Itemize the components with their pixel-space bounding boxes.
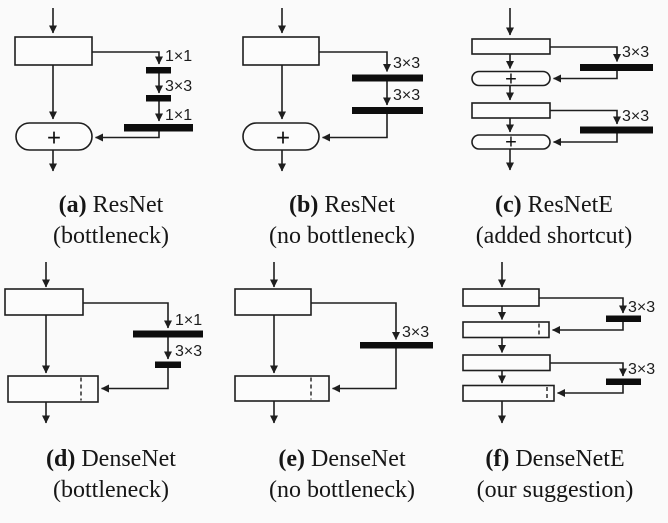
merge-line (322, 114, 388, 142)
merge-line (95, 131, 160, 142)
panel-e-densenet-no-bottleneck: 3×3 (234, 262, 433, 424)
kernel-size-label: 1×1 (165, 48, 192, 65)
add-op-oval (242, 122, 320, 151)
caption-name: DenseNetE (515, 446, 625, 472)
kernel-size-label: 3×3 (165, 78, 192, 95)
add-op-oval (15, 122, 93, 151)
panel-f-densenete-our-suggestion: 3×3 3×3 (462, 262, 655, 424)
branch-line (539, 297, 627, 314)
plus-label: + (47, 125, 61, 152)
caption-b-title: (b)ResNet (231, 190, 453, 221)
concat-box (234, 375, 330, 402)
caption-d-title: (d)DenseNet (0, 444, 222, 475)
kernel-size-label: 3×3 (628, 361, 655, 378)
conv-bar-3x3 (606, 315, 641, 322)
kernel-size-label: 3×3 (393, 55, 420, 72)
caption-b: (b)ResNet (no bottleneck) (231, 190, 453, 252)
caption-e-subtitle: (no bottleneck) (269, 477, 415, 503)
caption-c-title: (c)ResNetE (443, 190, 665, 221)
conv-bar-1x1-wide (133, 330, 203, 338)
feature-map-box (4, 288, 84, 316)
caption-name: ResNetE (527, 192, 613, 218)
kernel-size-label: 3×3 (622, 108, 649, 125)
merge-line (552, 322, 624, 334)
caption-name: ResNet (324, 192, 395, 218)
conv-bar-3x3 (580, 126, 653, 134)
caption-name: DenseNet (311, 446, 406, 472)
caption-label: (d) (46, 446, 76, 472)
caption-b-subtitle: (no bottleneck) (269, 223, 415, 249)
conv-bar-1x1-wide (124, 124, 193, 132)
caption-d-subtitle: (bottleneck) (53, 477, 169, 503)
feature-map-box (471, 102, 551, 119)
caption-name: ResNet (92, 192, 164, 218)
feature-map-box (471, 38, 551, 55)
conv-bar-3x3 (580, 64, 653, 71)
add-op-oval (471, 70, 551, 87)
feature-map-box (234, 288, 312, 316)
merge-line (101, 368, 169, 393)
feature-map-box (14, 36, 93, 66)
caption-c: (c)ResNetE (added shortcut) (443, 190, 665, 252)
conv-bar-3x3 (155, 361, 181, 368)
kernel-size-label: 3×3 (402, 324, 429, 341)
caption-e-title: (e)DenseNet (231, 444, 453, 475)
panel-a-resnet-bottleneck: + 1×1 3×3 1×1 (14, 8, 193, 172)
caption-label: (c) (495, 192, 522, 218)
add-op-oval (471, 134, 551, 150)
caption-label: (b) (289, 192, 319, 218)
concat-box (7, 375, 99, 403)
kernel-size-label: 3×3 (628, 299, 655, 316)
panel-d-densenet-bottleneck: 1×1 3×3 (4, 262, 203, 424)
merge-line (553, 133, 618, 146)
merge-line (557, 385, 624, 397)
plus-label: + (505, 132, 517, 154)
caption-a: (a)ResNet (bottleneck) (0, 190, 222, 252)
conv-bar-3x3 (146, 95, 171, 102)
concat-box (462, 384, 555, 402)
merge-line (553, 71, 618, 83)
caption-a-subtitle: (bottleneck) (53, 223, 169, 249)
caption-label: (e) (278, 446, 305, 472)
caption-f-subtitle: (our suggestion) (476, 477, 634, 503)
conv-bar-1x1 (146, 67, 171, 74)
caption-name: DenseNet (81, 446, 176, 472)
caption-f: (f)DenseNetE (our suggestion) (444, 444, 666, 506)
panel-b-resnet-no-bottleneck: + 3×3 3×3 (242, 8, 423, 172)
branch-line (83, 302, 172, 329)
conv-bar-3x3 (360, 342, 433, 349)
feature-map-box (462, 288, 540, 307)
branch-line (550, 46, 621, 62)
branch-line (550, 109, 621, 125)
kernel-size-label: 3×3 (393, 87, 420, 104)
conv-bar-3x3 (352, 74, 423, 82)
plus-label: + (505, 69, 517, 91)
feature-map-box (242, 36, 320, 66)
branch-line (550, 362, 627, 377)
branch-line (311, 302, 400, 340)
caption-f-title: (f)DenseNetE (444, 444, 666, 475)
caption-label: (f) (485, 446, 510, 472)
concat-box (462, 321, 550, 339)
kernel-size-label: 3×3 (622, 44, 649, 61)
conv-bar-3x3 (352, 107, 423, 114)
branch-line (319, 51, 391, 72)
kernel-size-label: 3×3 (175, 343, 202, 360)
caption-d: (d)DenseNet (bottleneck) (0, 444, 222, 506)
feature-map-box (462, 354, 551, 372)
caption-label: (a) (58, 192, 87, 218)
caption-a-title: (a)ResNet (0, 190, 222, 221)
caption-c-subtitle: (added shortcut) (475, 223, 633, 249)
conv-bar-3x3 (606, 378, 641, 385)
kernel-size-label: 1×1 (165, 107, 192, 124)
caption-e: (e)DenseNet (no bottleneck) (231, 444, 453, 506)
merge-line (332, 348, 397, 393)
panel-c-resnete-added-shortcut: + + 3×3 3×3 (471, 8, 653, 171)
branch-line (92, 51, 163, 65)
kernel-size-label: 1×1 (175, 312, 202, 329)
plus-label: + (276, 125, 290, 152)
